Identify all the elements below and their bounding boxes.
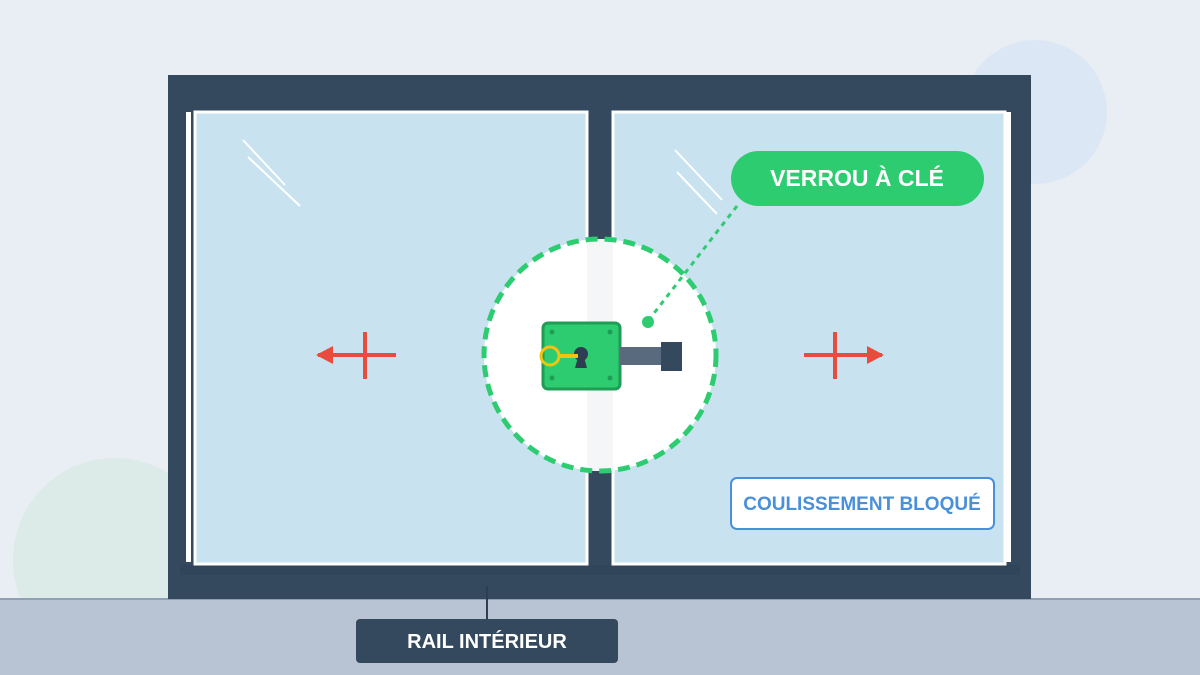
lock-bolt <box>620 342 682 371</box>
right-glass-reflection-1 <box>674 149 723 201</box>
key-lock-label-text: VERROU À CLÉ <box>770 164 944 191</box>
sliding-blocked-label-text: COULISSEMENT BLOQUÉ <box>743 493 981 515</box>
right-glass-reflection-2 <box>676 171 718 215</box>
left-glass-reflection-2 <box>247 156 301 207</box>
left-arrow-icon <box>316 332 396 379</box>
key-icon <box>539 345 578 367</box>
key-lock-label: VERROU À CLÉ <box>731 151 984 206</box>
left-glass-reflection-1 <box>242 139 286 186</box>
inner-rail-label-text: RAIL INTÉRIEUR <box>407 630 567 653</box>
inner-rail-callout: RAIL INTÉRIEUR <box>356 586 618 663</box>
left-pane-side-strip <box>186 112 191 562</box>
sliding-blocked-label: COULISSEMENT BLOQUÉ <box>730 477 995 530</box>
key-lock-pointer <box>642 205 739 328</box>
inner-rail-bar <box>180 565 1020 575</box>
right-arrow-icon <box>804 332 884 379</box>
right-pane-side-strip <box>1006 112 1011 562</box>
